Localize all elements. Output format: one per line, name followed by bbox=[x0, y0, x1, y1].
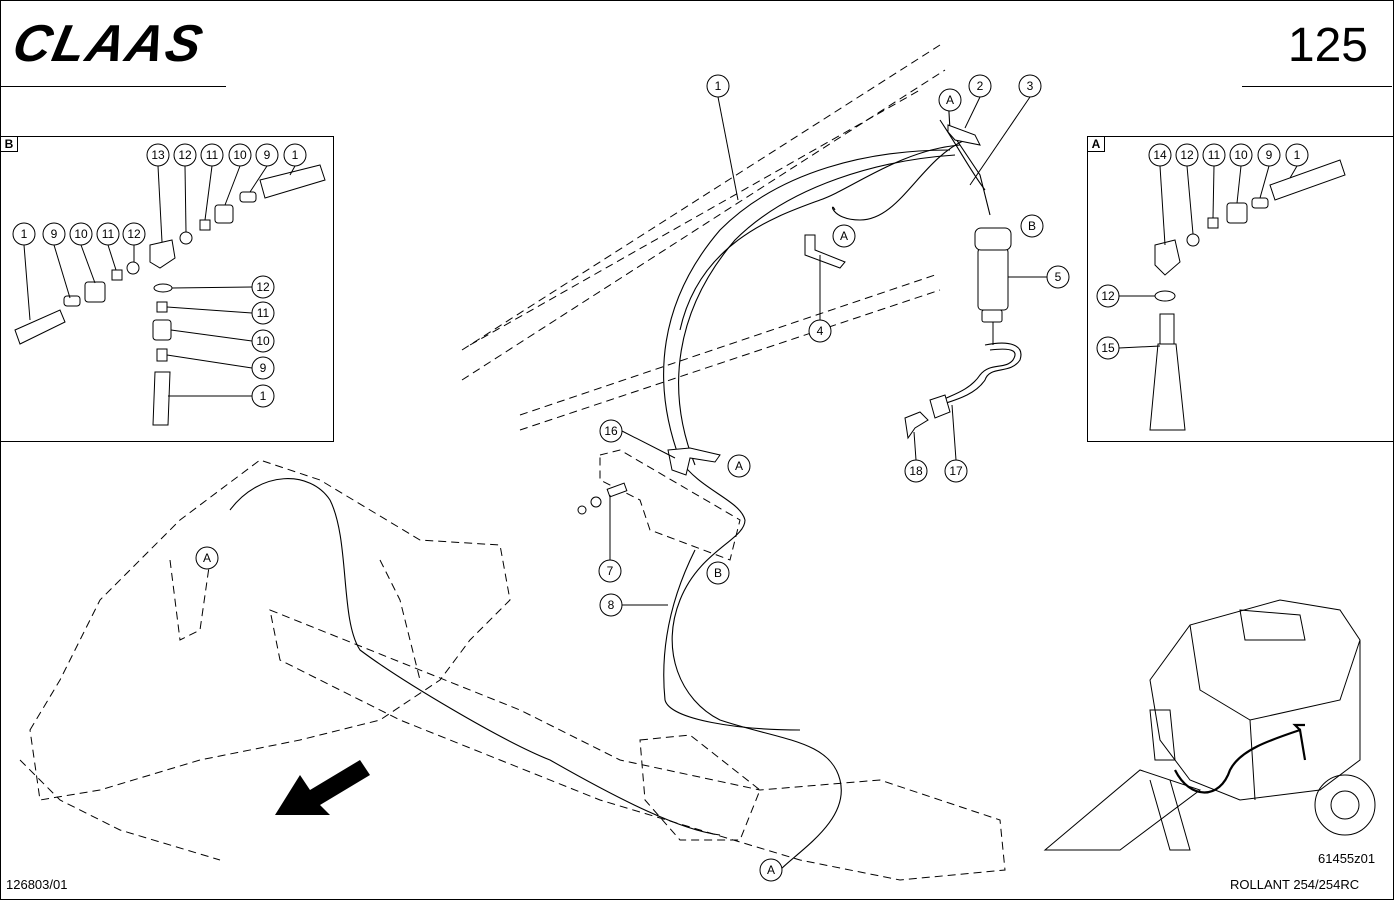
svg-text:11: 11 bbox=[102, 227, 115, 241]
header-rule-right bbox=[1242, 86, 1392, 87]
callout-2: 2 bbox=[977, 79, 984, 93]
svg-text:12: 12 bbox=[1101, 289, 1115, 303]
svg-text:9: 9 bbox=[51, 227, 58, 241]
inset-b-parts bbox=[14, 164, 326, 426]
drawing-ref-right: 61455z01 bbox=[1318, 851, 1376, 866]
callout-17: 17 bbox=[949, 464, 963, 478]
baler-thumbnail-harness bbox=[1174, 723, 1307, 794]
model-name: ROLLANT 254/254RC bbox=[1230, 877, 1360, 892]
svg-text:13: 13 bbox=[151, 148, 165, 162]
callout-3: 3 bbox=[1027, 79, 1034, 93]
svg-text:9: 9 bbox=[264, 148, 271, 162]
svg-text:12: 12 bbox=[178, 148, 192, 162]
svg-text:10: 10 bbox=[1234, 148, 1248, 162]
svg-text:11: 11 bbox=[257, 306, 270, 320]
inset-a-tag: A bbox=[1088, 137, 1105, 152]
header-rule-left bbox=[0, 86, 226, 87]
frame-outline-dashed bbox=[19, 44, 1006, 881]
inset-b-tag: B bbox=[1, 137, 18, 152]
inset-a-parts bbox=[1149, 159, 1346, 431]
svg-text:1: 1 bbox=[292, 148, 299, 162]
svg-text:10: 10 bbox=[233, 148, 247, 162]
svg-text:1: 1 bbox=[260, 389, 267, 403]
svg-text:10: 10 bbox=[74, 227, 88, 241]
svg-text:15: 15 bbox=[1101, 341, 1115, 355]
callout-8: 8 bbox=[608, 598, 615, 612]
svg-text:9: 9 bbox=[1266, 148, 1273, 162]
callouts-inset-a: 14 12 11 10 9 1 12 15 bbox=[1096, 143, 1309, 360]
bolt-set bbox=[577, 482, 628, 515]
ref-b-1: B bbox=[1028, 219, 1036, 233]
svg-text:1: 1 bbox=[21, 227, 28, 241]
drawing-ref-left: 126803/01 bbox=[6, 877, 68, 892]
svg-text:12: 12 bbox=[256, 280, 270, 294]
callout-18: 18 bbox=[909, 464, 923, 478]
callouts-inset-b: 1 9 10 11 12 13 12 11 10 9 1 12 11 10 9 … bbox=[12, 143, 307, 408]
ref-b-2: B bbox=[714, 566, 722, 580]
filter-canister bbox=[974, 227, 1012, 345]
inset-b: B bbox=[0, 136, 334, 442]
ref-a-2: A bbox=[840, 229, 848, 243]
bracket-parts bbox=[667, 124, 981, 476]
svg-text:1: 1 bbox=[1294, 148, 1301, 162]
ref-a-5: A bbox=[767, 863, 775, 877]
callout-1: 1 bbox=[715, 79, 722, 93]
svg-text:12: 12 bbox=[127, 227, 141, 241]
page-number: 125 bbox=[1287, 19, 1368, 72]
travel-direction-arrow bbox=[275, 760, 370, 815]
callout-4: 4 bbox=[817, 324, 824, 338]
callout-16: 16 bbox=[604, 424, 618, 438]
ref-a-3: A bbox=[735, 459, 743, 473]
baler-thumbnail bbox=[1043, 599, 1376, 851]
callout-5: 5 bbox=[1055, 270, 1062, 284]
svg-text:11: 11 bbox=[1208, 148, 1221, 162]
callout-7: 7 bbox=[607, 564, 614, 578]
svg-text:11: 11 bbox=[206, 148, 219, 162]
svg-text:10: 10 bbox=[256, 334, 270, 348]
callouts-main: 1 2 3 4 5 7 8 16 17 18 bbox=[598, 74, 1070, 617]
svg-text:12: 12 bbox=[1180, 148, 1194, 162]
section-refs: A A B A B A A bbox=[195, 88, 1044, 882]
svg-text:14: 14 bbox=[1153, 148, 1167, 162]
svg-text:9: 9 bbox=[260, 361, 267, 375]
wiring-harness bbox=[229, 94, 1022, 871]
ref-a-1: A bbox=[946, 93, 954, 107]
ref-a-4: A bbox=[203, 551, 211, 565]
